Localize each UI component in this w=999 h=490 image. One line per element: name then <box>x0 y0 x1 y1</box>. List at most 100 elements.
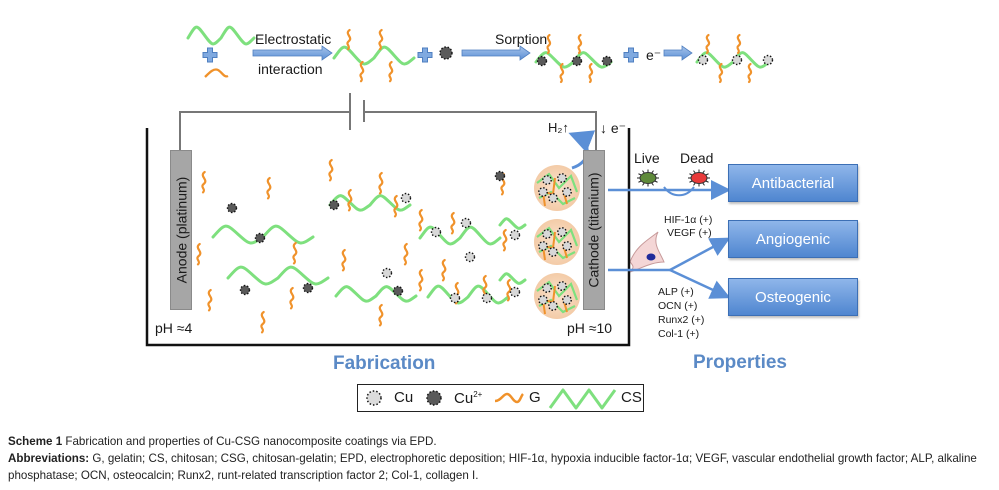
gelatin-strand <box>378 28 384 51</box>
osteoblast-cell-icon <box>629 231 665 273</box>
anode-ph-label: pH ≈4 <box>155 320 193 336</box>
cathode-ph-label: pH ≈10 <box>567 320 613 336</box>
gelatin-strand-tank <box>207 288 213 312</box>
plus-icon-2 <box>417 47 433 63</box>
chitosan-chain-tank <box>418 225 502 246</box>
sorption-label: Sorption <box>495 31 548 47</box>
antibacterial-box: Antibacterial <box>728 164 858 202</box>
abbreviations-text: G, gelatin; CS, chitosan; CSG, chitosan-… <box>8 452 977 482</box>
gelatin-strand-tank <box>292 241 298 265</box>
gelatin-strand <box>346 28 352 51</box>
gelatin-strand-tank <box>506 278 512 302</box>
cu-particle-tank <box>400 192 412 204</box>
legend-g-label: G <box>529 389 541 406</box>
gelatin-strand-initial <box>204 68 229 78</box>
gelatin-strand-tank <box>450 211 456 235</box>
gelatin-strand-tank <box>378 303 384 327</box>
abbreviations-label: Abbreviations: <box>8 452 90 465</box>
anode-electrode: Anode (platinum) <box>170 150 192 310</box>
chitosan-chain-tank <box>498 217 527 230</box>
cu-particle-tank <box>430 226 442 238</box>
deposition-tank <box>145 128 631 347</box>
anode-label: Anode (platinum) <box>173 176 189 284</box>
gelatin-strand-tank <box>502 228 508 252</box>
arrow-to-osteogenic <box>669 268 731 299</box>
gelatin-strand-tank <box>403 242 409 266</box>
scheme-label: Scheme 1 <box>8 435 63 448</box>
gelatin-strand-tank <box>341 248 347 272</box>
deposit-cu-particle <box>542 283 552 293</box>
deposit-cu-particle <box>562 241 572 251</box>
deposit-cu-particle <box>562 187 572 197</box>
gelatin-strand-tank <box>418 268 424 292</box>
cu2-ion-tank <box>254 232 266 244</box>
electron-flow-label: ↓ e⁻ <box>600 120 627 136</box>
cu2-ion <box>571 55 583 67</box>
osteogenic-box: Osteogenic <box>728 278 858 316</box>
gelatin-strand-tank <box>482 274 488 298</box>
deposit-cu-particle <box>538 241 548 251</box>
vegf-marker: VEGF (+) <box>667 227 712 239</box>
gelatin-strand-tank <box>260 310 266 334</box>
gelatin-icon <box>494 392 524 403</box>
alp-marker: ALP (+) <box>658 286 694 298</box>
gelatin-strand <box>747 62 753 84</box>
figure-caption: Scheme 1 Fabrication and properties of C… <box>8 433 998 484</box>
gelatin-strand <box>559 62 565 84</box>
cu-particle-tank <box>509 286 521 298</box>
chitosan-chain-tank <box>426 284 510 305</box>
chitosan-chain-tank <box>334 285 418 303</box>
cu2-ion-tank <box>392 285 404 297</box>
chitosan-icon <box>548 388 616 409</box>
gelatin-strand-tank <box>378 171 384 195</box>
cu-particle-tank <box>464 251 476 263</box>
col1-marker: Col-1 (+) <box>658 328 700 340</box>
cu2-particle-icon <box>425 389 442 406</box>
gelatin-strand-tank <box>418 208 424 232</box>
cu-particle-tank <box>449 292 461 304</box>
gelatin-strand <box>577 33 583 55</box>
deposit-cu-particle <box>548 247 558 257</box>
cu-particle-icon <box>365 389 382 406</box>
gelatin-strand <box>359 60 365 83</box>
chitosan-chain-tank <box>226 265 330 286</box>
cu2-ion <box>536 55 548 67</box>
deposit-cu-particle <box>538 295 548 305</box>
legend-cu2-charge: 2+ <box>473 390 483 399</box>
cu2-ion-tank <box>239 284 251 296</box>
gelatin-strand <box>718 62 724 84</box>
gelatin-strand <box>588 62 594 84</box>
interaction-label: interaction <box>258 61 323 77</box>
deposit-cu-particle <box>542 175 552 185</box>
cathode-label: Cathode (titanium) <box>586 172 603 288</box>
gelatin-strand-tank <box>266 176 272 200</box>
legend-cu-label: Cu <box>394 389 414 406</box>
bacteria-kill-arc <box>663 186 695 197</box>
scheme-drawing <box>145 25 774 347</box>
scheme-text: Fabrication and properties of Cu-CSG nan… <box>62 435 437 448</box>
angiogenic-box: Angiogenic <box>728 220 858 258</box>
deposit-cu-particle <box>557 281 567 291</box>
circuit-wire-right <box>364 111 597 150</box>
properties-title: Properties <box>693 352 787 373</box>
cu-particle-tank <box>381 267 393 279</box>
h2-label: H₂↑ <box>548 120 569 135</box>
scheme-figure: Electrostatic interaction Sorption e⁻ H₂… <box>145 25 858 412</box>
live-bacterium-icon <box>639 172 657 184</box>
cu2-ion-tank <box>302 282 314 294</box>
cu2-ion <box>601 55 613 67</box>
gelatin-strand-tank <box>441 258 447 282</box>
legend-cu2-label: Cu2+ <box>454 390 482 407</box>
chitosan-chain-tank <box>498 272 527 285</box>
chitosan-chain-initial <box>186 25 256 46</box>
legend-cs-label: CS <box>621 389 642 406</box>
deposit-cu-particle <box>548 193 558 203</box>
legend: Cu Cu2+ G CS <box>357 384 644 412</box>
deposit-cu-particle <box>562 295 572 305</box>
cathode-electrode: Cathode (titanium) <box>583 150 605 310</box>
cu2-ion-tank <box>494 170 506 182</box>
plus-icon-1 <box>202 47 218 63</box>
abbreviations-paragraph: Abbreviations: G, gelatin; CS, chitosan;… <box>8 450 998 484</box>
fabrication-title: Fabrication <box>333 353 436 374</box>
circuit-wire-left <box>179 111 350 150</box>
